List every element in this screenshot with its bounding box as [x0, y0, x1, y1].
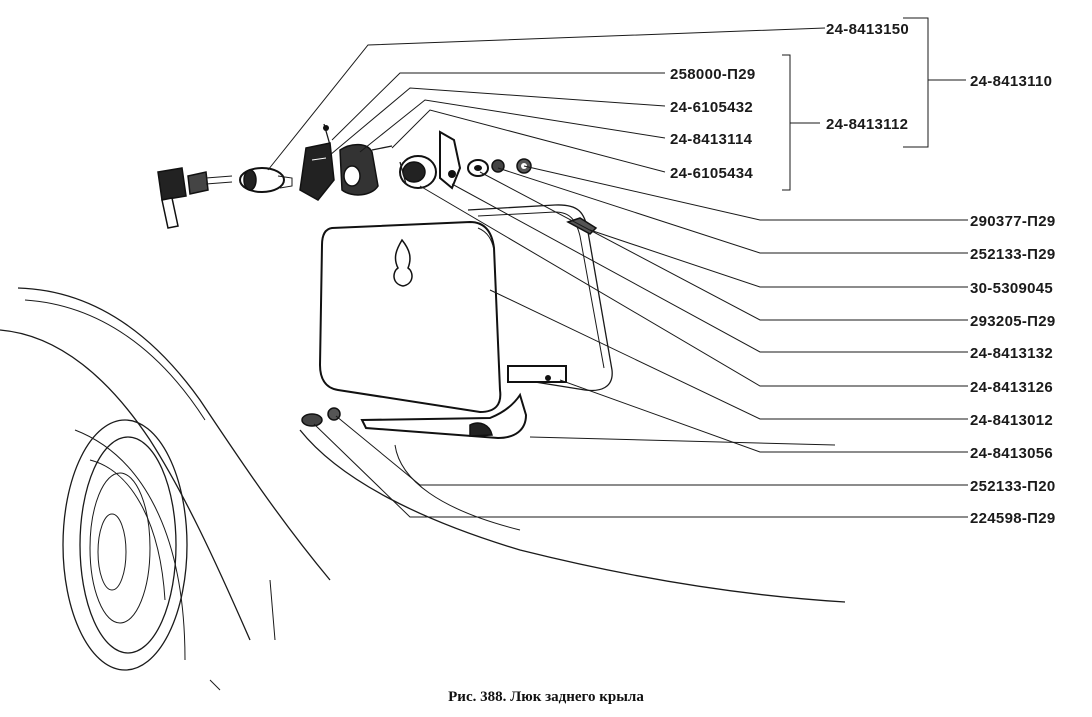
label-24-8413132: 24-8413132 — [970, 345, 1053, 362]
label-252133-P29-top: 252133-П29 — [970, 246, 1056, 263]
label-224598-P29: 224598-П29 — [970, 510, 1056, 527]
label-24-8413114: 24-8413114 — [670, 131, 753, 148]
lock-housing — [339, 143, 393, 196]
spring-washer — [491, 159, 505, 173]
label-24-8413112: 24-8413112 — [826, 116, 908, 133]
figure-caption: Рис. 388. Люк заднего крыла — [448, 689, 644, 705]
label-290377-P29: 290377-П29 — [970, 213, 1056, 230]
hatch-door — [318, 220, 502, 414]
nut-sleeve — [399, 155, 437, 189]
label-24-8413126: 24-8413126 — [970, 379, 1053, 396]
wheel — [62, 419, 276, 671]
label-24-6105432: 24-6105432 — [670, 99, 753, 116]
washer — [467, 159, 489, 177]
label-258000-P29: 258000-П29 — [670, 66, 756, 83]
label-24-8413012: 24-8413012 — [970, 412, 1053, 429]
label-252133-P20-bottom: 252133-П20 — [970, 478, 1056, 495]
part-number-labels: 24-8413150 24-8413110 258000-П29 24-6105… — [670, 21, 1056, 527]
label-24-8413110: 24-8413110 — [970, 73, 1052, 90]
label-30-5309045: 30-5309045 — [970, 280, 1053, 297]
latch-hook — [439, 130, 462, 190]
label-24-8413150: 24-8413150 — [826, 21, 909, 38]
label-24-6105434: 24-6105434 — [670, 165, 753, 182]
fender-outline — [0, 287, 846, 691]
leader-lines — [267, 17, 968, 518]
screw-and-washer — [301, 407, 341, 427]
label-293205-P29: 293205-П29 — [970, 313, 1056, 330]
key — [157, 167, 233, 229]
pin — [323, 123, 331, 146]
lock-cylinder — [239, 167, 293, 193]
lock-lever — [299, 142, 335, 201]
label-24-8413056: 24-8413056 — [970, 445, 1053, 462]
hatch-frame — [360, 204, 613, 440]
